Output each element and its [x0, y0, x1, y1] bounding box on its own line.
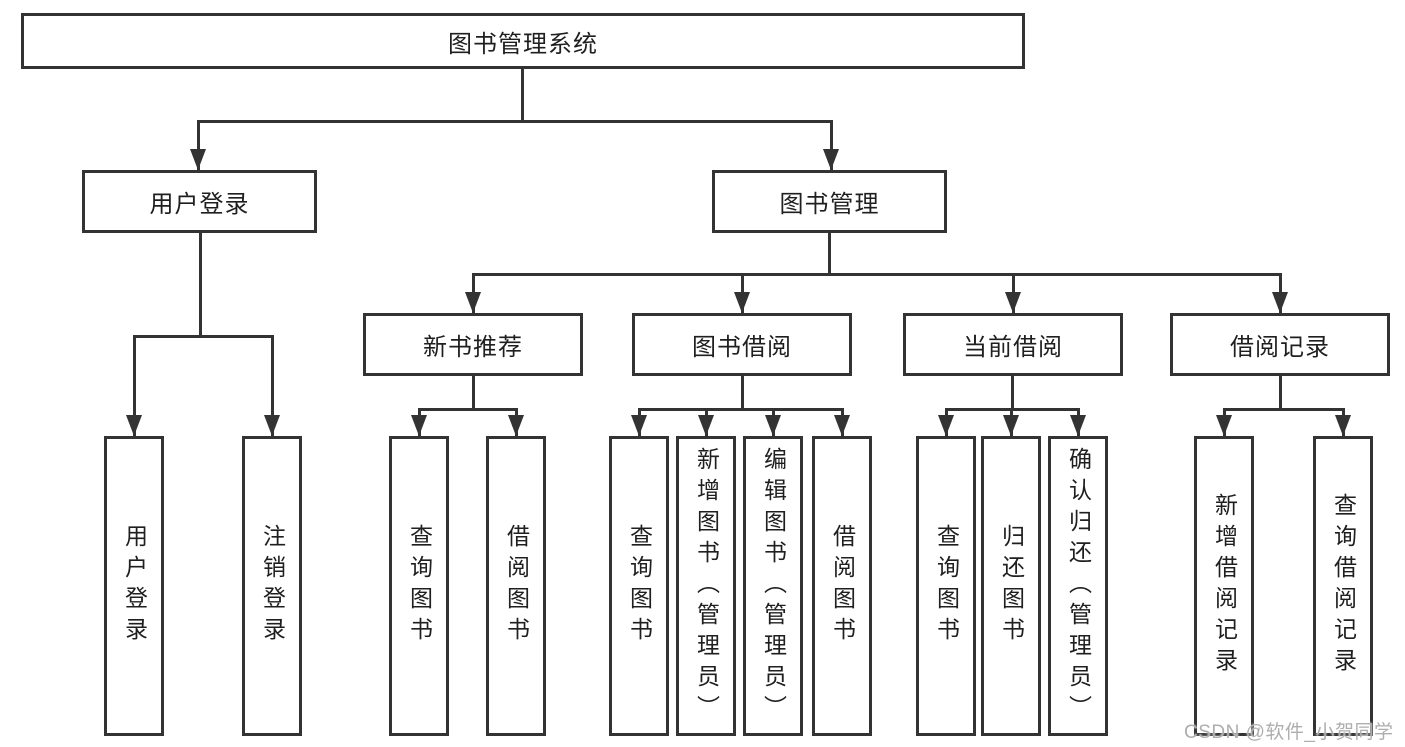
connector: [1279, 376, 1282, 410]
leaf-label: 新增借阅记录: [1211, 493, 1238, 679]
node-current-borrowing: 当前借阅: [903, 313, 1123, 376]
leaf-label: 查询图书: [933, 524, 960, 648]
leaf-label: 编辑图书（管理员）: [760, 446, 787, 726]
arrowhead-down-icon: [508, 415, 524, 436]
arrowhead-down-icon: [1216, 415, 1232, 436]
connector: [133, 335, 274, 338]
leaf-borrow-books: 借阅图书: [486, 436, 546, 736]
arrowhead-down-icon: [190, 149, 206, 170]
leaf-edit-books-admin: 编辑图书（管理员）: [743, 436, 803, 736]
connector: [638, 408, 844, 411]
connector: [1223, 408, 1345, 411]
connector: [521, 68, 524, 121]
connector: [741, 376, 744, 410]
arrowhead-down-icon: [698, 415, 714, 436]
leaf-user-login: 用户登录: [104, 436, 164, 736]
node-library-management-system: 图书管理系统: [21, 13, 1025, 69]
connector: [197, 120, 200, 170]
arrowhead-down-icon: [1003, 415, 1019, 436]
leaf-label: 查询借阅记录: [1330, 493, 1357, 679]
leaf-add-borrow-record: 新增借阅记录: [1194, 436, 1254, 736]
arrowhead-down-icon: [734, 292, 750, 313]
leaf-query-books: 查询图书: [609, 436, 669, 736]
leaf-label: 新增图书（管理员）: [693, 446, 720, 726]
leaf-query-borrow-record: 查询借阅记录: [1313, 436, 1373, 736]
arrowhead-down-icon: [465, 292, 481, 313]
arrowhead-down-icon: [938, 415, 954, 436]
arrowhead-down-icon: [1335, 415, 1351, 436]
arrowhead-down-icon: [264, 415, 280, 436]
arrowhead-down-icon: [834, 415, 850, 436]
connector: [418, 408, 518, 411]
connector: [133, 335, 136, 436]
connector: [830, 120, 833, 170]
leaf-add-books-admin: 新增图书（管理员）: [676, 436, 736, 736]
leaf-label: 借阅图书: [829, 524, 856, 648]
leaf-label: 确认归还（管理员）: [1065, 446, 1092, 726]
arrowhead-down-icon: [765, 415, 781, 436]
leaf-label: 注销登录: [259, 524, 286, 648]
leaf-return-books: 归还图书: [981, 436, 1041, 736]
node-book-borrowing: 图书借阅: [632, 313, 852, 376]
arrowhead-down-icon: [1272, 292, 1288, 313]
arrowhead-down-icon: [126, 415, 142, 436]
leaf-logout: 注销登录: [242, 436, 302, 736]
connector: [472, 376, 475, 410]
node-borrowing-records: 借阅记录: [1170, 313, 1390, 376]
connector: [472, 273, 1282, 276]
arrowhead-down-icon: [1005, 292, 1021, 313]
leaf-confirm-return-admin: 确认归还（管理员）: [1048, 436, 1108, 736]
connector: [197, 120, 833, 123]
leaf-label: 借阅图书: [503, 524, 530, 648]
leaf-query-books: 查询图书: [389, 436, 449, 736]
node-new-book-recommendation: 新书推荐: [363, 313, 583, 376]
node-book-management: 图书管理: [712, 170, 947, 233]
leaf-label: 用户登录: [121, 524, 148, 648]
arrowhead-down-icon: [823, 149, 839, 170]
leaf-borrow-books: 借阅图书: [812, 436, 872, 736]
leaf-label: 查询图书: [626, 524, 653, 648]
arrowhead-down-icon: [631, 415, 647, 436]
connector: [828, 232, 831, 275]
leaf-query-books: 查询图书: [916, 436, 976, 736]
arrowhead-down-icon: [1070, 415, 1086, 436]
connector: [199, 232, 202, 338]
csdn-watermark: CSDN @软件_小贺同学: [1184, 722, 1394, 743]
arrowhead-down-icon: [411, 415, 427, 436]
node-user-login: 用户登录: [82, 170, 317, 233]
leaf-label: 查询图书: [406, 524, 433, 648]
connector: [271, 335, 274, 436]
leaf-label: 归还图书: [998, 524, 1025, 648]
connector: [1011, 376, 1014, 410]
